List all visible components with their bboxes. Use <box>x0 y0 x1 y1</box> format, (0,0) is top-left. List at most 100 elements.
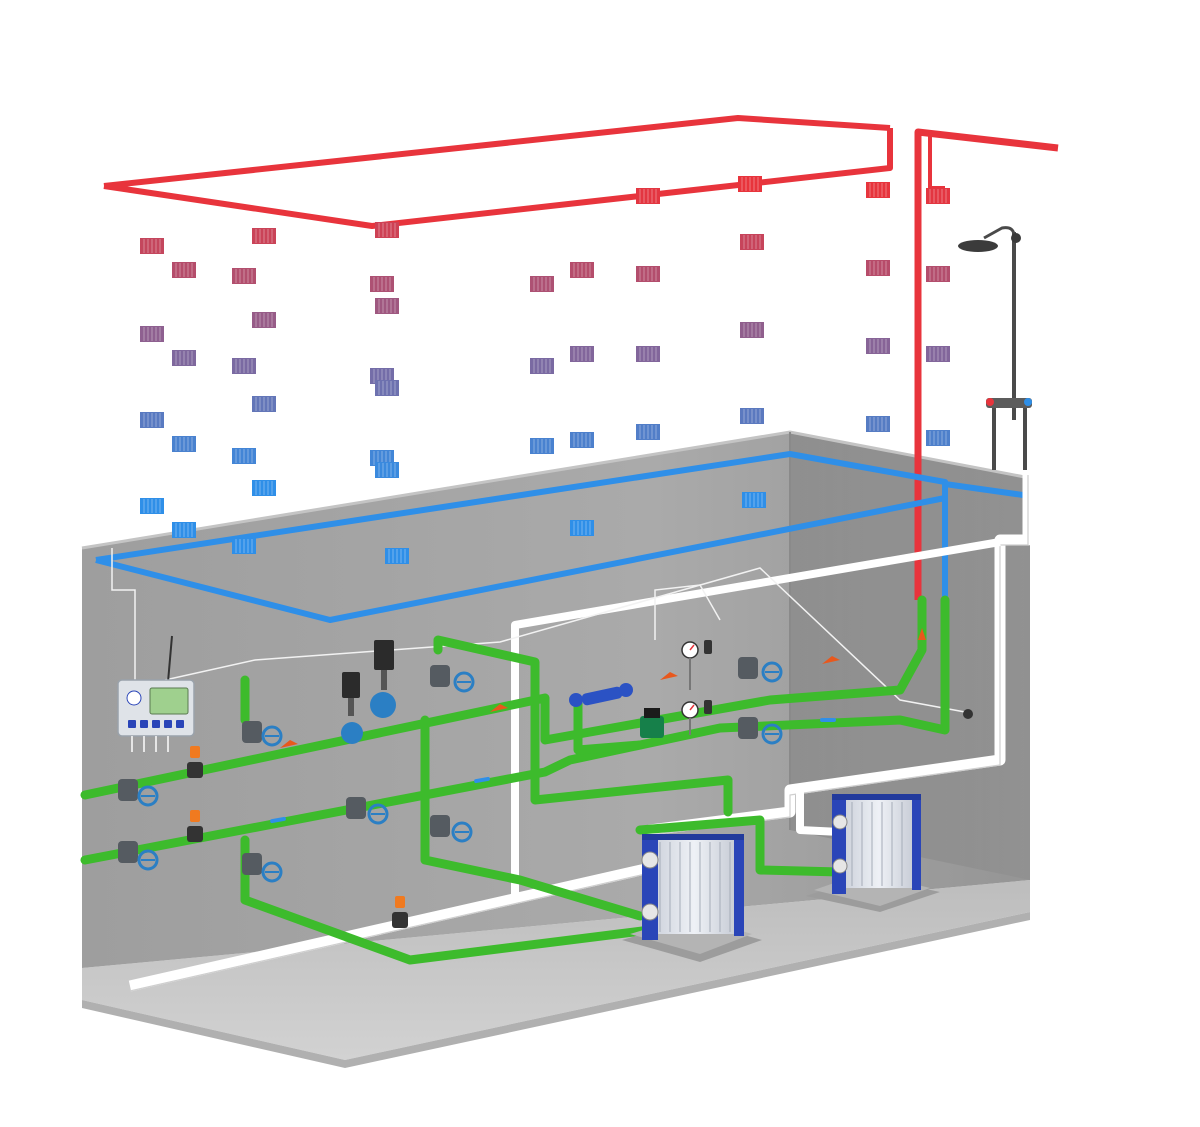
flow-arrow-icon <box>474 776 490 784</box>
strainer-icon <box>581 686 623 706</box>
hx-frame-top <box>642 834 744 840</box>
pump-motor <box>644 708 660 718</box>
radiator-icon <box>636 424 660 440</box>
radiator-icon <box>530 438 554 454</box>
shower-head-icon <box>958 240 998 252</box>
heat-exchanger-icon <box>840 800 918 888</box>
signal-cable <box>654 584 721 640</box>
radiator-icon <box>375 298 399 314</box>
supply-main-right <box>914 128 1059 600</box>
heat-exchanger-icon <box>648 840 740 934</box>
controller-unit <box>117 635 195 752</box>
radiator-icon <box>140 412 164 428</box>
hx-port <box>641 903 659 921</box>
valve-group <box>118 657 783 928</box>
radiator-icon <box>866 260 890 276</box>
valve-handwheel-icon <box>261 725 283 747</box>
flange <box>569 693 583 707</box>
hx-frame-top <box>832 794 921 800</box>
hx-port <box>641 851 659 869</box>
valve-handwheel-icon <box>261 861 283 883</box>
controller-logo <box>126 690 142 706</box>
radiator-icon <box>140 498 164 514</box>
heat-exchanger-1 <box>622 834 762 962</box>
primary-return-line <box>80 595 950 865</box>
cold-water-riser-branch <box>511 538 1001 895</box>
pump-station <box>569 640 973 738</box>
radiator-icon <box>252 312 276 328</box>
radiator-icon <box>530 276 554 292</box>
radiator-icon <box>926 188 950 204</box>
flow-arrow-icon <box>918 628 926 640</box>
radiator-icon <box>636 266 660 282</box>
valve-icon <box>430 815 450 837</box>
radiator-icon <box>370 276 394 292</box>
thermometer-icon <box>704 640 712 654</box>
primary-bypass-lower <box>420 715 645 921</box>
mixer-handle-hot <box>986 398 994 406</box>
valve-icon <box>118 779 138 801</box>
radiator-group <box>140 176 950 564</box>
valve-handwheel-icon <box>367 803 389 825</box>
heat-exchanger-2 <box>806 794 940 912</box>
ball-valve-icon <box>392 912 408 928</box>
radiator-icon <box>570 346 594 362</box>
control-valve-body <box>370 692 396 718</box>
valve-handwheel-icon <box>137 785 159 807</box>
radiator-icon <box>375 462 399 478</box>
actuator-stem <box>381 670 387 690</box>
radiator-icon <box>140 238 164 254</box>
valve-icon <box>430 665 450 687</box>
radiator-icon <box>742 492 766 508</box>
flange <box>619 683 633 697</box>
hx-port <box>832 814 848 830</box>
valve-icon <box>118 841 138 863</box>
hx-plates <box>851 802 903 886</box>
radiator-icon <box>866 416 890 432</box>
shower-arm <box>983 226 1016 240</box>
gauge-needle <box>689 704 695 711</box>
radiator-icon <box>385 548 409 564</box>
radiator-icon <box>740 408 764 424</box>
valve-handwheel-icon <box>761 661 783 683</box>
radiator-icon <box>252 228 276 244</box>
flow-arrow-icon <box>822 656 840 664</box>
radiator-icon <box>232 538 256 554</box>
controller-cables <box>131 736 169 752</box>
radiator-icon <box>926 266 950 282</box>
ball-valve-handle <box>190 746 200 758</box>
signal-cable <box>111 548 136 690</box>
radiator-icon <box>570 262 594 278</box>
hx-frame-back <box>912 796 921 890</box>
mixer-handle-cold <box>1024 398 1032 406</box>
radiator-icon <box>570 432 594 448</box>
flow-arrow-icon <box>660 672 678 680</box>
signal-cable <box>164 567 966 713</box>
radiator-icon <box>740 322 764 338</box>
supply-manifold-front <box>103 115 891 189</box>
ball-valve-handle <box>395 896 405 908</box>
ball-valve-icon <box>187 762 203 778</box>
shower-fixture <box>958 226 1032 470</box>
valve-handwheel-icon <box>451 821 473 843</box>
ball-valve-handle <box>190 810 200 822</box>
radiator-icon <box>738 176 762 192</box>
radiator-icon <box>866 182 890 198</box>
valve-handwheel-icon <box>761 723 783 745</box>
radiator-icon <box>636 188 660 204</box>
radiator-icon <box>926 346 950 362</box>
ball-valve-icon <box>187 826 203 842</box>
basement-room <box>81 430 1031 1068</box>
flow-arrow-icon <box>490 704 508 712</box>
flow-arrow-icon <box>280 740 298 748</box>
radiator-icon <box>530 358 554 374</box>
radiator-icon <box>926 430 950 446</box>
actuator-icon <box>342 672 360 698</box>
radiator-icon <box>252 396 276 412</box>
flow-arrow-icon <box>270 816 286 824</box>
radiator-icon <box>232 268 256 284</box>
shower-bracket <box>1011 233 1021 243</box>
valve-handwheel-icon <box>137 849 159 871</box>
